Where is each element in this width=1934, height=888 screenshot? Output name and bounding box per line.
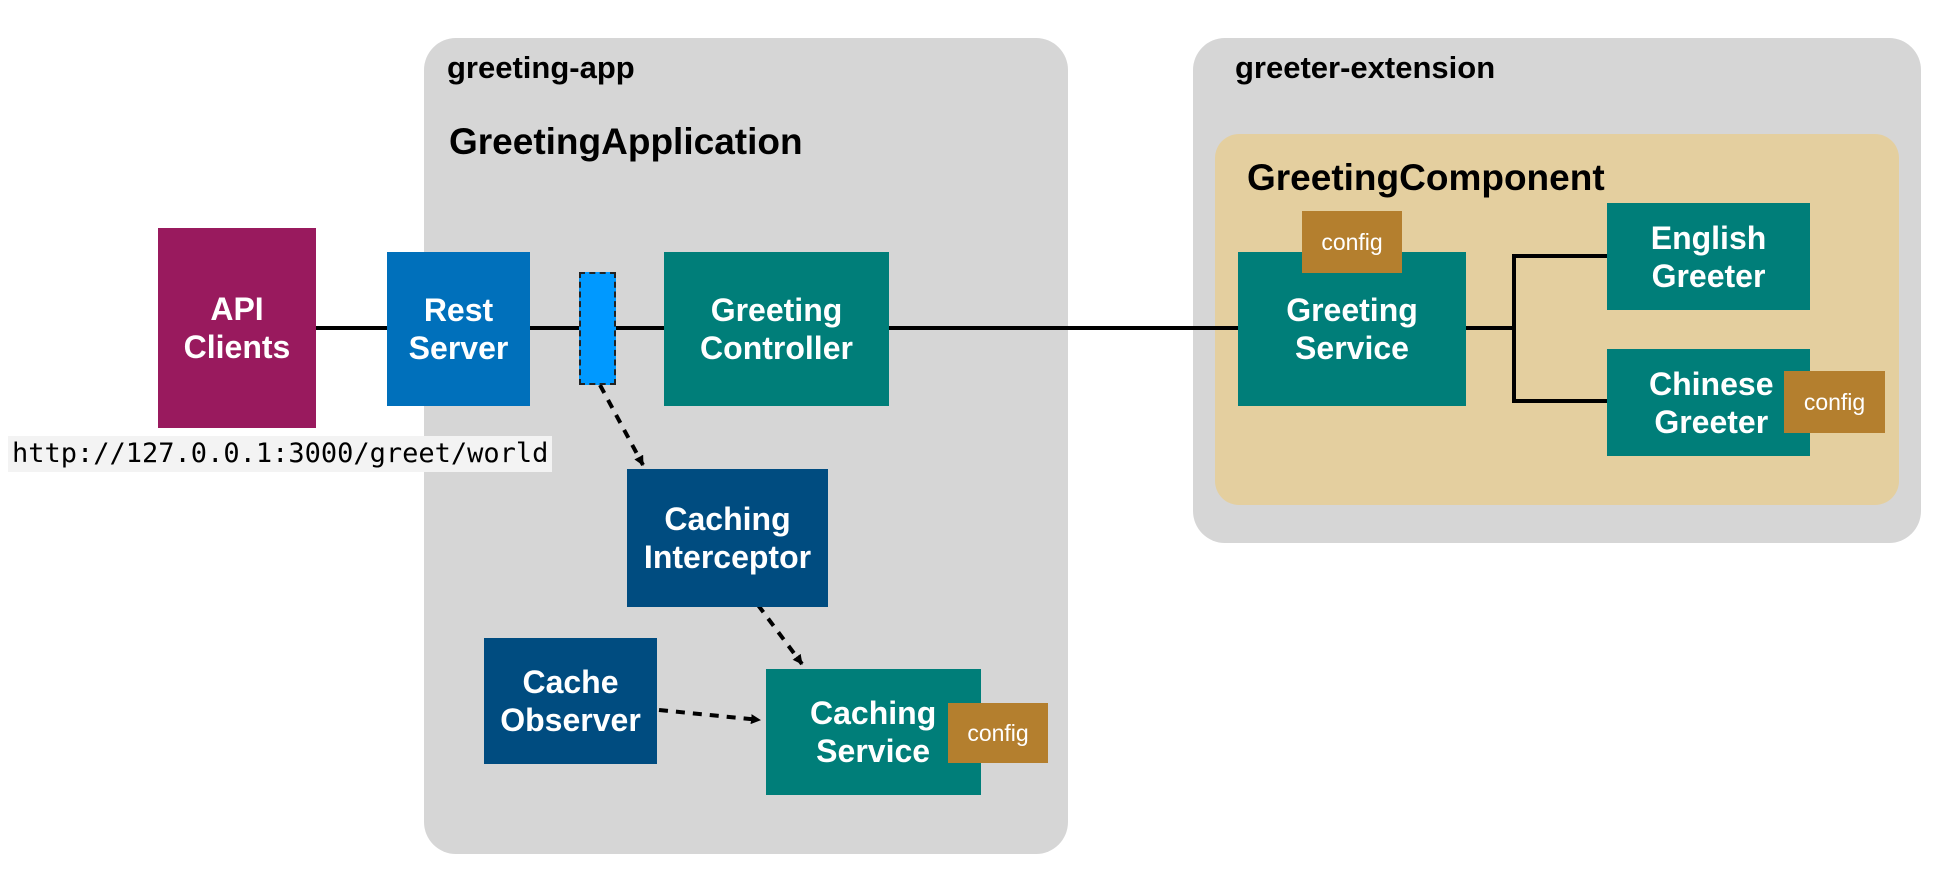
endpoint-url-label: http://127.0.0.1:3000/greet/world	[8, 436, 553, 472]
caching-interceptor-label-2: Interceptor	[643, 539, 812, 575]
cache-observer-label-1: Cache	[522, 664, 619, 700]
greeting-service-label-2: Service	[1295, 330, 1409, 366]
chinese-greeter-label-1: Chinese	[1649, 365, 1774, 402]
greeting-controller-node: Greeting Controller	[664, 252, 889, 406]
greeting-app-title: greeting-app	[447, 50, 635, 85]
api-clients-node: API Clients	[158, 228, 316, 428]
api-clients-label-1: API	[210, 291, 264, 327]
rest-server-node: Rest Server	[387, 252, 530, 406]
interceptor-arrow	[598, 384, 645, 466]
greeting-service-node: Greeting Service	[1238, 252, 1466, 406]
greeting-component-title: GreetingComponent	[1247, 157, 1605, 198]
caching-interceptor-label-1: Caching	[664, 501, 791, 537]
caching-interceptor-node: Caching Interceptor	[627, 469, 828, 607]
chinese-greeter-node: Chinese Greeter	[1607, 349, 1810, 456]
greeter-extension-title: greeter-extension	[1235, 50, 1496, 85]
greeting-controller-label-2: Controller	[700, 330, 853, 366]
interceptor-marker	[579, 272, 616, 385]
greeter-branch-lower	[1512, 328, 1607, 403]
greeting-application-title: GreetingApplication	[449, 121, 803, 162]
interceptor-to-cache-arrow	[756, 603, 804, 666]
greeting-service-config-badge: config	[1302, 211, 1402, 273]
observer-to-cache-arrow	[658, 708, 761, 725]
chinese-greeter-config-badge: config	[1784, 371, 1885, 433]
cache-observer-label-2: Observer	[500, 702, 641, 738]
cache-observer-node: Cache Observer	[484, 638, 657, 764]
english-greeter-label-1: English	[1650, 219, 1767, 256]
caching-service-label-1: Caching	[810, 695, 937, 731]
rest-server-label-1: Rest	[423, 292, 494, 328]
caching-service-node: Caching Service	[766, 669, 981, 795]
greeter-branch-connector	[1466, 254, 1607, 330]
rest-server-label-2: Server	[408, 330, 509, 366]
caching-service-label-2: Service	[816, 733, 931, 769]
caching-service-config-badge: config	[948, 703, 1048, 763]
greeting-service-label-1: Greeting	[1286, 292, 1418, 328]
api-clients-label-2: Clients	[183, 329, 291, 365]
greeting-controller-label-1: Greeting	[710, 292, 843, 328]
english-greeter-label-2: Greeter	[1651, 257, 1766, 294]
english-greeter-node: English Greeter	[1607, 203, 1810, 310]
chinese-greeter-label-2: Greeter	[1654, 403, 1769, 440]
